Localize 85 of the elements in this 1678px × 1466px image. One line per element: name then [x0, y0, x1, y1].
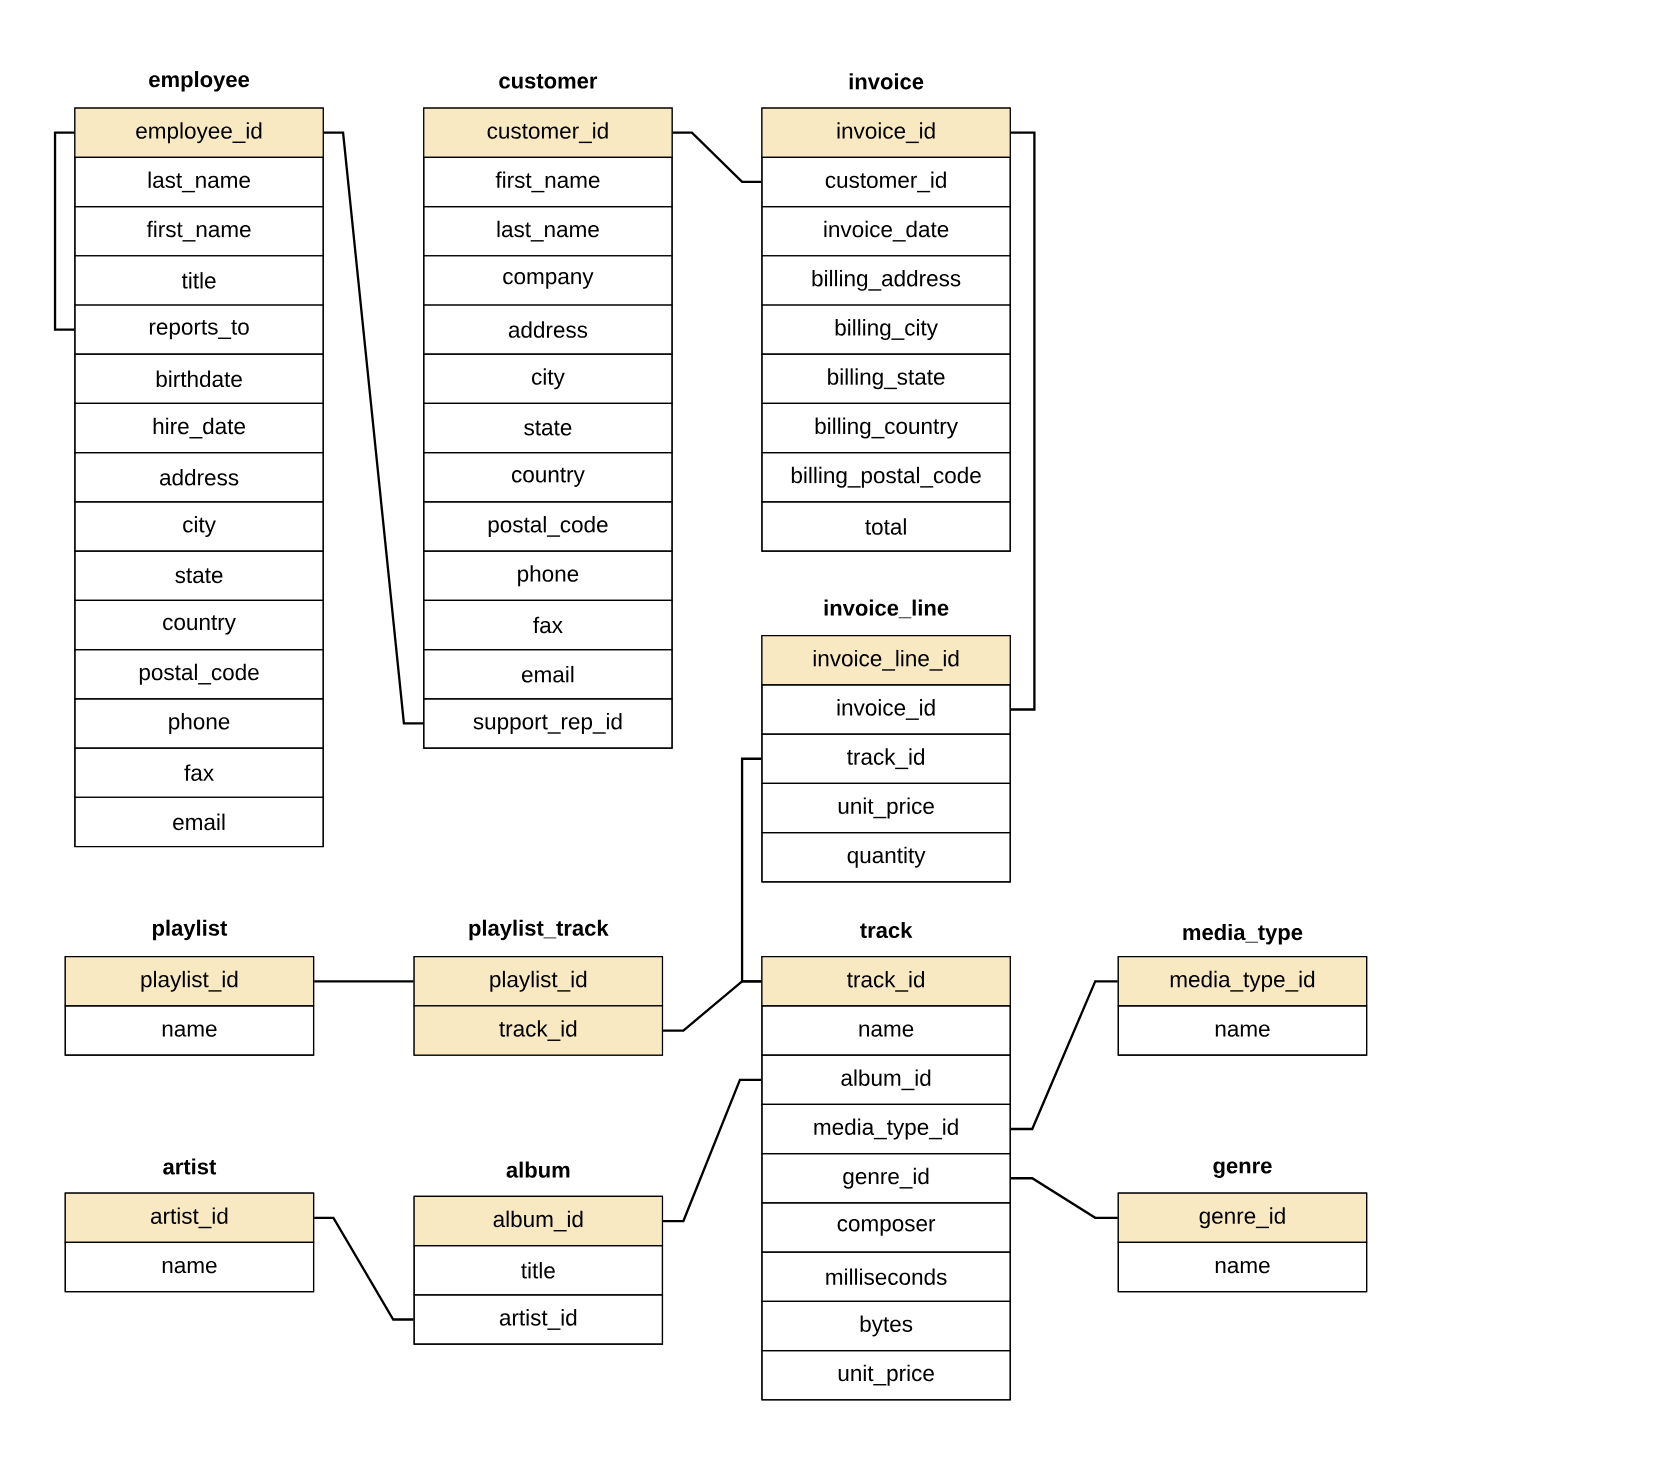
table-title: playlist: [152, 919, 228, 941]
connector-line: [314, 1216, 414, 1321]
field-row: billing_city: [761, 304, 1011, 355]
field-row: state: [74, 550, 324, 601]
field-row: postal_code: [423, 501, 673, 552]
field-row: address: [423, 304, 673, 355]
field-row: customer_id: [423, 107, 673, 158]
table-title: track: [860, 921, 913, 938]
field-row: customer_id: [761, 156, 1011, 208]
field-row: name: [1117, 1241, 1368, 1293]
field-row: composer: [761, 1202, 1011, 1253]
field-row: genre_id: [761, 1153, 1011, 1204]
field-row: billing_country: [761, 402, 1011, 454]
field-row: fax: [74, 747, 324, 798]
field-row: genre_id: [1117, 1192, 1368, 1243]
field-row: artist_id: [413, 1294, 664, 1345]
field-row: fax: [423, 599, 673, 651]
table-title: artist: [163, 1158, 217, 1175]
field-row: quantity: [761, 831, 1011, 883]
table-title: invoice: [849, 73, 924, 90]
field-row: last_name: [423, 205, 673, 257]
connector-line: [314, 980, 414, 983]
field-row: track_id: [413, 1005, 664, 1056]
field-row: unit_price: [761, 1349, 1011, 1401]
table-title: customer: [499, 74, 598, 89]
field-row: bytes: [761, 1300, 1011, 1352]
table-title: media_type: [1183, 923, 1303, 945]
field-row: name: [64, 1241, 315, 1293]
field-row: hire_date: [74, 402, 324, 454]
field-row: email: [423, 648, 673, 700]
field-row: phone: [74, 698, 324, 749]
field-row: album_id: [761, 1054, 1011, 1105]
field-row: title: [74, 255, 324, 306]
field-row: invoice_id: [761, 107, 1011, 158]
field-row: media_type_id: [761, 1103, 1011, 1155]
field-row: name: [761, 1005, 1011, 1056]
field-row: country: [423, 452, 673, 503]
field-row: city: [423, 353, 673, 404]
field-row: billing_postal_code: [761, 452, 1011, 503]
field-row: name: [1117, 1005, 1368, 1056]
field-row: birthdate: [74, 353, 324, 404]
field-row: billing_address: [761, 255, 1011, 306]
table-title: playlist_track: [469, 919, 609, 941]
field-row: support_rep_id: [423, 698, 673, 749]
field-row: email: [74, 796, 324, 848]
table-title: employee: [149, 71, 250, 92]
connector-line: [740, 757, 762, 983]
field-row: postal_code: [74, 648, 324, 700]
field-row: reports_to: [74, 304, 324, 355]
field-row: company: [423, 255, 673, 306]
field-row: track_id: [761, 733, 1011, 784]
field-row: invoice_line_id: [761, 635, 1011, 686]
connector-line: [1010, 1177, 1118, 1219]
field-row: media_type_id: [1117, 956, 1368, 1007]
field-row: country: [74, 599, 324, 651]
table-title: album: [506, 1161, 570, 1178]
field-row: track_id: [761, 956, 1011, 1007]
field-row: address: [74, 452, 324, 503]
field-row: billing_state: [761, 353, 1011, 404]
connector-line: [1010, 980, 1118, 1131]
field-row: unit_price: [761, 782, 1011, 834]
field-row: first_name: [74, 205, 324, 257]
connector-line: [53, 131, 75, 331]
connector-line: [1010, 131, 1036, 711]
field-row: name: [64, 1005, 315, 1056]
field-row: total: [761, 501, 1011, 552]
field-row: last_name: [74, 156, 324, 208]
field-row: title: [413, 1245, 664, 1296]
field-row: phone: [423, 550, 673, 601]
field-row: city: [74, 501, 324, 552]
field-row: state: [423, 402, 673, 454]
field-row: employee_id: [74, 107, 324, 158]
field-row: invoice_id: [761, 684, 1011, 735]
connector-line: [663, 1078, 762, 1223]
connector-line: [672, 131, 762, 184]
field-row: playlist_id: [413, 956, 664, 1007]
table-title: invoice_line: [824, 599, 949, 619]
table-title: genre: [1213, 1161, 1272, 1178]
field-row: first_name: [423, 156, 673, 208]
field-row: milliseconds: [761, 1251, 1011, 1302]
field-row: artist_id: [64, 1192, 315, 1243]
connector-line: [323, 131, 424, 725]
field-row: playlist_id: [64, 956, 315, 1007]
field-row: invoice_date: [761, 205, 1011, 257]
field-row: album_id: [413, 1195, 664, 1247]
